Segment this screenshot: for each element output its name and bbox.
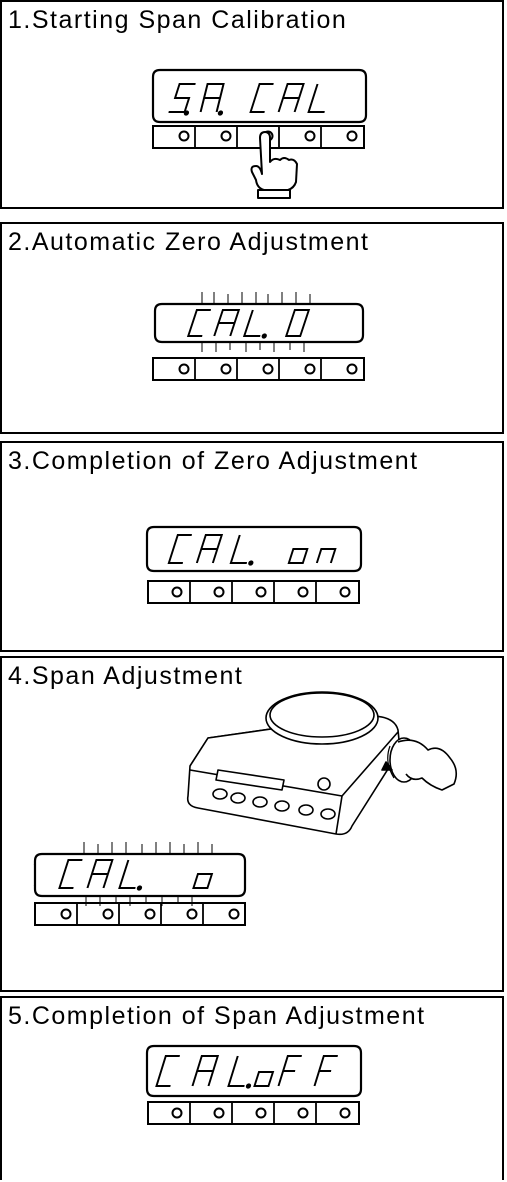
key-button-2[interactable]	[102, 908, 114, 920]
segment-readout	[58, 859, 214, 891]
step-4-illustration	[33, 691, 458, 926]
lcd-display	[145, 1044, 363, 1098]
step-1-illustration	[151, 68, 368, 199]
step-title-3: 3.Completion of Zero Adjustment	[8, 447, 419, 475]
step-panel-5: 5.Completion of Span Adjustment	[0, 996, 504, 1180]
step-title-4: 4.Span Adjustment	[8, 662, 244, 690]
pointing-hand-icon	[250, 131, 298, 199]
segment-readout	[155, 1055, 338, 1089]
key-button-5[interactable]	[228, 908, 240, 920]
key-button-3[interactable]	[255, 1107, 267, 1119]
key-button-4[interactable]	[186, 908, 198, 920]
step-panel-2: 2.Automatic Zero Adjustment	[0, 222, 504, 434]
key-button-4[interactable]	[297, 586, 309, 598]
key-panel	[147, 1101, 360, 1125]
key-button-1[interactable]	[178, 363, 190, 375]
lcd-display	[33, 852, 247, 898]
key-button-1[interactable]	[171, 1107, 183, 1119]
lcd-display	[151, 68, 368, 124]
key-button-2[interactable]	[220, 130, 232, 142]
key-button-5[interactable]	[339, 1107, 351, 1119]
step-5-illustration	[145, 1044, 363, 1125]
key-button-5[interactable]	[346, 363, 358, 375]
step-panel-4: 4.Span Adjustment	[0, 656, 504, 992]
step-panel-1: 1.Starting Span Calibration	[0, 0, 504, 209]
lcd-display	[145, 525, 363, 573]
step-title-1: 1.Starting Span Calibration	[8, 6, 348, 34]
key-panel	[34, 902, 246, 926]
segment-readout	[167, 534, 337, 566]
key-button-3[interactable]	[262, 363, 274, 375]
weighing-scale-icon	[186, 691, 458, 836]
key-panel	[147, 580, 360, 604]
key-button-1[interactable]	[60, 908, 72, 920]
key-button-1[interactable]	[171, 586, 183, 598]
step-3-illustration	[145, 525, 363, 604]
key-panel	[152, 357, 365, 381]
key-panel	[152, 125, 365, 149]
key-button-4[interactable]	[304, 363, 316, 375]
key-button-3[interactable]	[255, 586, 267, 598]
key-button-4[interactable]	[297, 1107, 309, 1119]
lcd-display	[153, 302, 365, 344]
segment-readout	[168, 83, 325, 116]
step-2-illustration	[152, 292, 365, 381]
key-button-5[interactable]	[339, 586, 351, 598]
key-button-3[interactable]	[144, 908, 156, 920]
key-button-2[interactable]	[213, 586, 225, 598]
step-panel-3: 3.Completion of Zero Adjustment	[0, 441, 504, 652]
segment-readout	[186, 309, 311, 339]
key-button-4[interactable]	[304, 130, 316, 142]
key-button-1[interactable]	[178, 130, 190, 142]
step-title-2: 2.Automatic Zero Adjustment	[8, 228, 370, 256]
key-button-2[interactable]	[220, 363, 232, 375]
step-title-5: 5.Completion of Span Adjustment	[8, 1002, 426, 1030]
key-button-5[interactable]	[346, 130, 358, 142]
key-button-2[interactable]	[213, 1107, 225, 1119]
